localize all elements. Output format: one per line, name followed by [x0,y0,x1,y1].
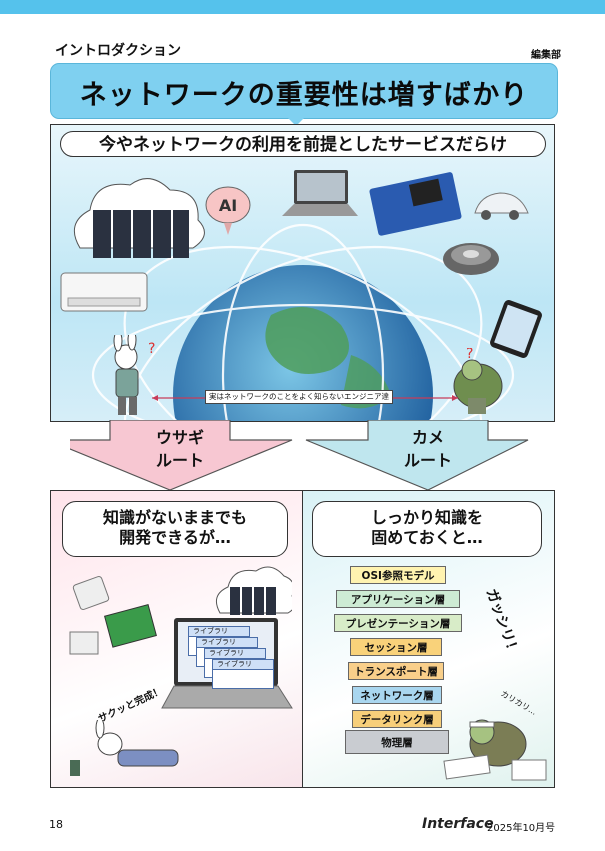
osi-layer-network: ネットワーク層 [352,686,442,704]
osi-model-title: OSI参照モデル [350,566,446,584]
turtle-engineer-character: ? [453,348,503,414]
title-banner-tail [286,116,306,126]
svg-text:?: ? [148,341,155,357]
studying-turtle-character [443,719,547,781]
rabbit-speech-bubble: 知識がないままでも 開発できるが… [62,501,288,557]
robot-vacuum-icon [443,243,499,275]
title-banner: ネットワークの重要性は増すばかり [50,63,558,119]
turtle-bubble-line1: しっかり知識を [370,508,483,527]
magazine-logo: Interface [422,816,494,832]
circuit-board-icon [369,172,462,236]
iot-devices-icon [69,575,157,655]
rabbit-route-arrow [70,420,293,491]
turtle-bubble-line2: 固めておくと… [371,528,483,547]
air-conditioner-icon [60,272,148,312]
turtle-route-label: カメ ルート [388,426,468,472]
turtle-route-arrow [305,420,529,491]
cloud-server-small-icon [215,566,292,615]
rabbit-route-line2: ルート [155,451,204,471]
section-label: イントロダクション [55,43,181,59]
smartphone-icon [490,300,542,358]
osi-layer-application: アプリケーション層 [336,590,460,608]
top-color-bar [0,0,605,14]
ai-label: AI [219,196,237,215]
osi-layer-presentation: プレゼンテーション層 [334,614,462,632]
route-arrows [70,420,529,491]
relaxing-rabbit-character [70,720,179,776]
rabbit-route-line1: ウサギ [155,428,204,447]
turtle-route-line2: ルート [403,451,452,471]
osi-layer-session: セッション層 [350,638,442,656]
svg-text:?: ? [466,348,473,362]
ai-brain-icon: AI [205,186,251,235]
issue-date: 2025年10月号 [487,823,556,834]
services-caption: 今やネットワークの利用を前提としたサービスだらけ [60,131,546,157]
page-title: ネットワークの重要性は増すばかり [79,80,529,111]
osi-layer-datalink: データリンク層 [352,710,442,728]
laptop-icon [282,170,358,216]
engineer-caption: 実はネットワークのことをよく知らないエンジニア達 [205,390,393,404]
cloud-server-icon [73,178,205,258]
turtle-route-line1: カメ [411,428,444,447]
editor-credit: 編集部 [531,50,561,61]
osi-layer-physical: 物理層 [345,730,449,754]
car-icon [474,192,529,220]
osi-layer-transport: トランスポート層 [348,662,444,680]
rabbit-engineer-character: ? [113,335,155,415]
rabbit-bubble-line1: 知識がないままでも [102,508,247,527]
turtle-speech-bubble: しっかり知識を 固めておくと… [312,501,542,557]
library-window-4: ライブラリ [212,659,274,689]
rabbit-route-label: ウサギ ルート [140,426,220,472]
page-number: 18 [49,818,63,831]
rabbit-bubble-line2: 開発できるが… [119,528,231,547]
